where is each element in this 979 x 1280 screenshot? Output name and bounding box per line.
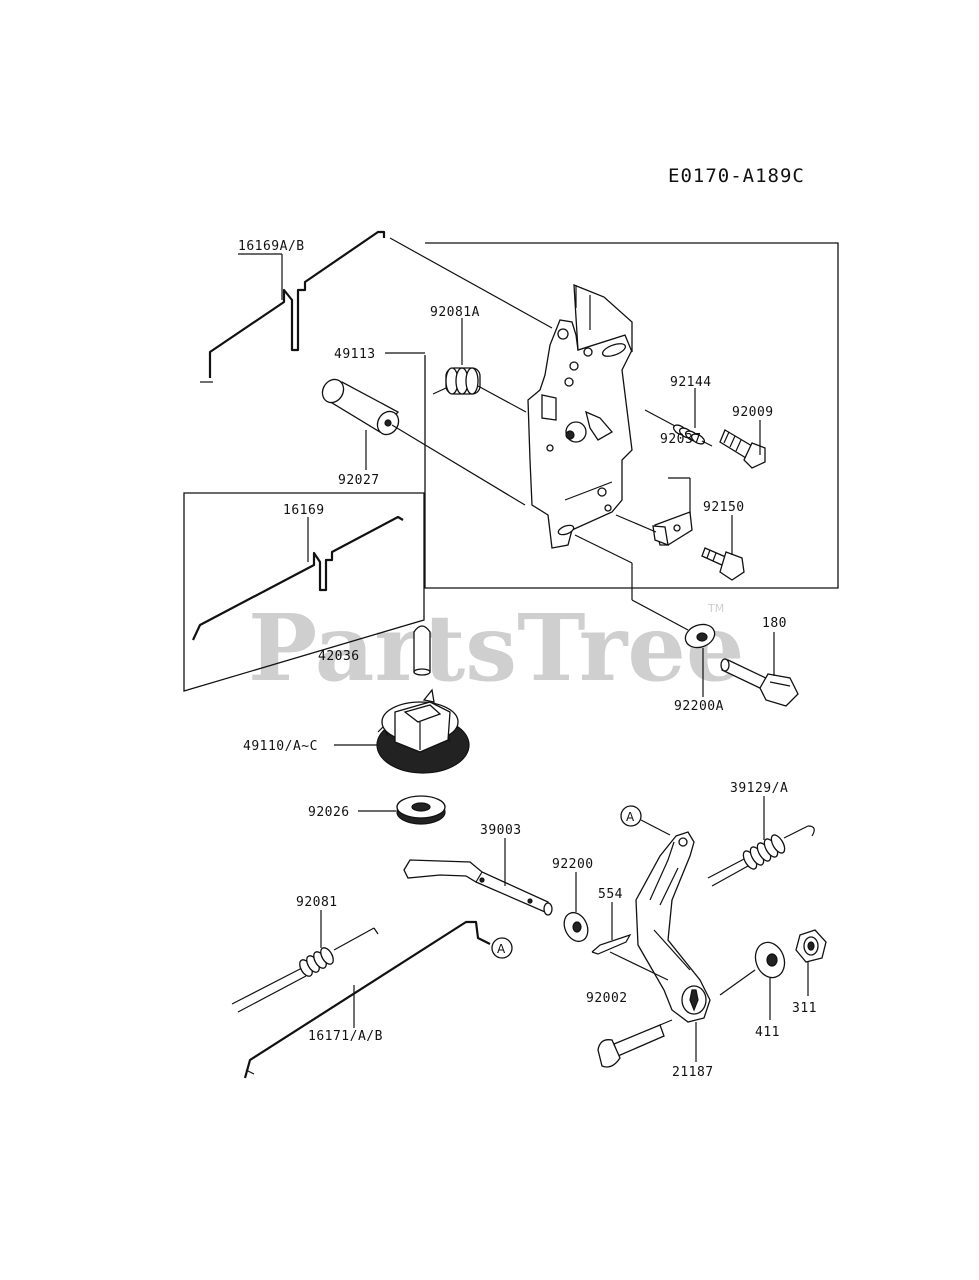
label-39003[interactable]: 39003: [480, 823, 522, 838]
label-92037[interactable]: 92037: [660, 432, 702, 447]
label-92144[interactable]: 92144: [670, 375, 712, 390]
watermark-text: PartsTree: [248, 594, 744, 702]
label-92150[interactable]: 92150: [703, 500, 745, 515]
rod-16169ab[interactable]: [200, 230, 386, 383]
spring-39129a[interactable]: [707, 825, 815, 887]
label-16169ab[interactable]: 16169A/B: [238, 239, 305, 254]
watermark-trademark: TM: [707, 602, 724, 615]
label-92027[interactable]: 92027: [338, 473, 380, 488]
bracket-92037[interactable]: [652, 511, 693, 547]
label-49110[interactable]: 49110/A~C: [243, 739, 318, 754]
diagram-code: E0170-A189C: [668, 165, 805, 187]
leader-callout-a-upper: [640, 819, 671, 836]
label-39129[interactable]: 39129/A: [730, 781, 788, 796]
optional-rod-box: [183, 492, 425, 692]
lever-21187[interactable]: [635, 831, 711, 1023]
nut-311[interactable]: [795, 929, 827, 963]
rod-16169[interactable]: [192, 515, 404, 641]
screw-92009[interactable]: [719, 429, 766, 469]
callout-a-upper-text: A: [626, 810, 635, 824]
spring-92144[interactable]: [644, 409, 713, 447]
label-92081[interactable]: 92081: [296, 895, 338, 910]
label-554[interactable]: 554: [598, 887, 623, 902]
label-92200a[interactable]: 92200A: [674, 699, 724, 714]
spring-92081a[interactable]: [432, 367, 527, 413]
callout-a-lower[interactable]: A: [491, 937, 513, 959]
collar-92027[interactable]: [318, 376, 402, 439]
rod-16171ab[interactable]: [243, 920, 491, 1079]
label-92002[interactable]: 92002: [586, 991, 628, 1006]
leader-92002: [609, 951, 669, 981]
control-plate-assembly-box: [424, 242, 839, 589]
label-16169[interactable]: 16169: [283, 503, 325, 518]
label-16171[interactable]: 16171/A/B: [308, 1029, 383, 1044]
bolt-92150[interactable]: [701, 547, 745, 581]
label-311[interactable]: 311: [792, 1001, 817, 1016]
callout-a-lower-text: A: [497, 942, 506, 956]
pin-42036[interactable]: [413, 625, 431, 676]
bolt-180[interactable]: [720, 658, 799, 707]
label-92081a[interactable]: 92081A: [430, 305, 480, 320]
label-49113[interactable]: 49113: [334, 347, 376, 362]
leader-16169ab-plate: [389, 237, 553, 329]
washer-92200a[interactable]: [682, 621, 718, 652]
spring-92081[interactable]: [231, 927, 379, 1013]
label-21187[interactable]: 21187: [672, 1065, 714, 1080]
washer-92200[interactable]: [560, 909, 593, 945]
callout-a-upper[interactable]: A: [620, 805, 642, 827]
washer-92026[interactable]: [396, 795, 446, 825]
label-42036[interactable]: 42036: [318, 649, 360, 664]
washer-411[interactable]: [751, 938, 790, 981]
label-180[interactable]: 180: [762, 616, 787, 631]
clip-554[interactable]: [591, 933, 632, 955]
shaft-39003[interactable]: [403, 859, 553, 916]
leader-411-lever: [719, 969, 756, 996]
label-92009[interactable]: 92009: [732, 405, 774, 420]
control-plate-49113[interactable]: [527, 284, 633, 549]
bolt-92002[interactable]: [597, 1019, 673, 1068]
governor-gear-49110[interactable]: [376, 688, 470, 774]
label-411[interactable]: 411: [755, 1025, 780, 1040]
label-92026[interactable]: 92026: [308, 805, 350, 820]
leader-92037-plate: [615, 514, 657, 533]
leader-92027-plate: [391, 424, 526, 506]
label-92200[interactable]: 92200: [552, 857, 594, 872]
